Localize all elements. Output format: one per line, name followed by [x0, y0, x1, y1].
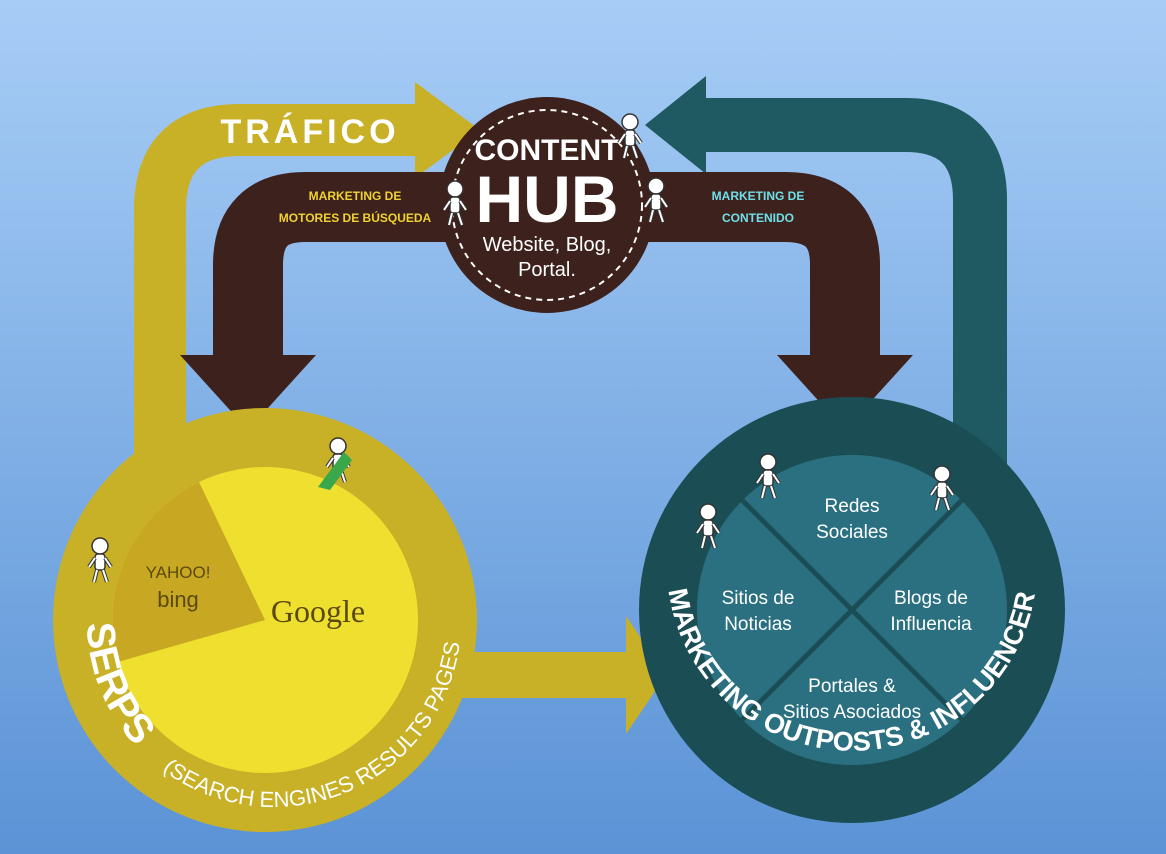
return-loop	[645, 76, 1007, 470]
serps-to-outposts-arrowhead	[626, 616, 666, 734]
content-hub: CONTENT HUB Website, Blog, Portal.	[439, 97, 655, 313]
hub-line2: HUB	[476, 162, 619, 236]
left-label-line2: MOTORES DE BÚSQUEDA	[279, 210, 432, 225]
growth-arrow-icon	[318, 452, 352, 490]
quadrant-left-line1: Sitios de	[722, 588, 795, 609]
right-label-line2: CONTENIDO	[722, 211, 794, 225]
hub-line4: Portal.	[518, 259, 576, 281]
bing-logo: bing	[157, 587, 199, 612]
left-label-line1: MARKETING DE	[309, 189, 402, 203]
hub-line1: CONTENT	[475, 134, 620, 167]
hub-line3: Website, Blog,	[483, 234, 612, 256]
quadrant-right-line1: Blogs de	[894, 588, 968, 609]
minor-engines-slice	[112, 482, 265, 662]
quadrant-top-line1: Redes	[825, 496, 880, 517]
distribution-arrows: MARKETING DE MOTORES DE BÚSQUEDA MARKETI…	[180, 172, 913, 430]
quadrant-bottom-line2: Sitios Asociados	[783, 702, 921, 723]
return-arrowhead	[645, 76, 706, 174]
right-down-arrowhead	[777, 355, 913, 430]
quadrant-right-line2: Influencia	[890, 614, 972, 635]
trafico-label: TRÁFICO	[220, 113, 399, 151]
google-logo: Google	[271, 593, 365, 629]
yahoo-logo: YAHOO!	[146, 563, 211, 582]
right-label-line1: MARKETING DE	[712, 189, 805, 203]
quadrant-top-line2: Sociales	[816, 522, 888, 543]
left-down-arrowhead	[180, 355, 316, 430]
traffic-arrowhead	[415, 82, 480, 178]
quadrant-divider-2	[740, 498, 964, 722]
quadrant-bottom-line1: Portales &	[808, 676, 896, 697]
quadrant-left-line2: Noticias	[724, 614, 792, 635]
hub-circle	[439, 97, 655, 313]
